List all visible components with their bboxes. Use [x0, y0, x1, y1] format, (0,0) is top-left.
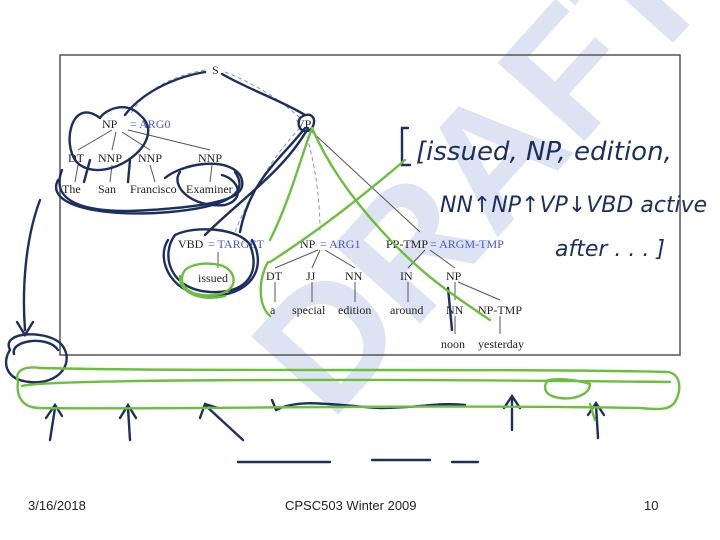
node-np-tmp: NP-TMP [478, 303, 522, 317]
annotation-line-1: [issued, NP, edition, [416, 137, 672, 167]
node-nnp-2: NNP [138, 151, 162, 165]
footer-course: CPSC503 Winter 2009 [285, 498, 417, 513]
footer-date: 3/16/2018 [28, 498, 86, 513]
node-pp-tmp: PP-TMP [386, 237, 428, 251]
word-edition: edition [338, 303, 371, 317]
node-in: IN [400, 269, 413, 283]
word-the: The [62, 182, 81, 196]
node-jj: JJ [306, 269, 316, 283]
word-san: San [98, 182, 116, 196]
role-arg0: = ARG0 [130, 117, 170, 131]
node-np-subject: NP [102, 117, 118, 131]
word-special: special [292, 303, 326, 317]
word-noon: noon [441, 337, 465, 351]
word-a: a [270, 303, 276, 317]
role-arg1: = ARG1 [320, 237, 360, 251]
word-yesterday: yesterday [478, 337, 524, 351]
annotation-line-2: NN↑NP↑VP↓VBD active [440, 193, 707, 218]
annotation-line-3: after . . . ] [555, 237, 665, 262]
word-issued: issued [198, 271, 228, 285]
ink-green-strokes [15, 126, 681, 422]
node-np-pp: NP [446, 269, 462, 283]
word-around: around [390, 303, 423, 317]
node-dt-2: DT [266, 269, 283, 283]
node-s: S [212, 63, 219, 77]
tree-edges [74, 129, 501, 334]
ink-dark-strokes [5, 70, 606, 464]
word-francisco: Francisco [130, 182, 177, 196]
footer-page-number: 10 [644, 498, 659, 513]
node-nnp-1: NNP [98, 151, 122, 165]
handwritten-annotation: [issued, NP, edition, NN↑NP↑VP↓VBD activ… [416, 137, 707, 262]
node-nn-1: NN [345, 269, 363, 283]
tree-nodes: S NP = ARG0 VP DT NNP NNP NNP The San Fr… [62, 63, 524, 351]
figure-frame [59, 54, 681, 356]
node-nnp-3: NNP [198, 151, 222, 165]
role-argm-tmp: = ARGM-TMP [430, 237, 504, 251]
word-examiner: Examiner [186, 182, 233, 196]
node-vbd: VBD [178, 237, 204, 251]
